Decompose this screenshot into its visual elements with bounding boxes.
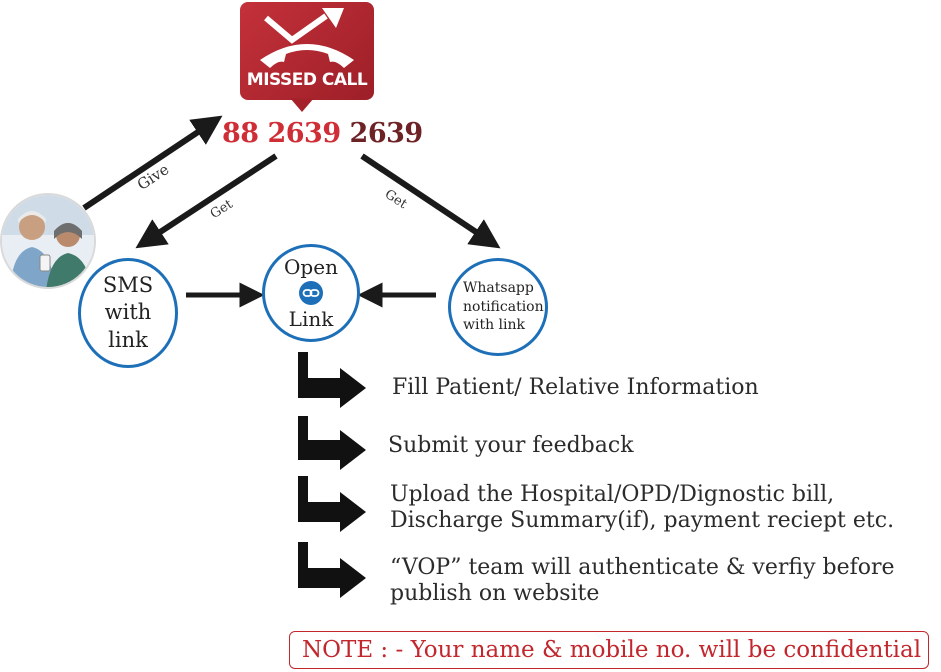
whatsapp-node-line3: with link — [463, 317, 526, 334]
sms-node-line2: with — [104, 300, 152, 325]
phone-number: 88 2639 2639 — [222, 118, 423, 149]
step-3-line1: Upload the Hospital/OPD/Dignostic bill, — [390, 482, 835, 507]
phone-number-part1: 88 2639 — [222, 118, 341, 149]
step-4-line2: publish on website — [390, 581, 600, 607]
open-link-line1: Open — [284, 255, 338, 279]
confidentiality-note: NOTE : - Your name & mobile no. will be … — [289, 631, 929, 669]
open-link-node: Open Link — [262, 244, 360, 342]
phone-number-part2: 2639 — [349, 118, 424, 149]
link-icon — [299, 281, 323, 305]
missed-call-phone-icon — [260, 8, 354, 68]
sms-node-line3: link — [108, 327, 148, 352]
whatsapp-notification-node: Whatsapp notification with link — [448, 258, 548, 356]
step-arrow-2 — [298, 416, 366, 470]
step-4-text: “VOP” team will authenticate & verfiy be… — [390, 555, 895, 608]
step-3-text: Upload the Hospital/OPD/Dignostic bill, … — [390, 482, 894, 535]
step-arrows — [298, 352, 366, 598]
whatsapp-node-line1: Whatsapp — [463, 279, 534, 296]
badge-label: MISSED CALL — [246, 70, 368, 90]
step-arrow-1 — [298, 352, 366, 408]
step-1-text: Fill Patient/ Relative Information — [392, 375, 759, 400]
sms-with-link-node: SMS with link — [78, 258, 178, 368]
step-arrow-4 — [298, 542, 366, 598]
step-arrow-3 — [298, 476, 366, 532]
badge-tail — [290, 98, 314, 112]
whatsapp-node-line2: notification — [463, 298, 544, 315]
step-4-line1: “VOP” team will authenticate & verfiy be… — [390, 555, 895, 580]
patient-photo — [0, 193, 96, 289]
give-arrow — [82, 115, 223, 211]
step-2-text: Submit your feedback — [388, 433, 634, 458]
missed-call-badge — [240, 2, 374, 100]
get-sms-arrow — [135, 153, 278, 249]
step-3-line2: Discharge Summary(if), payment reciept e… — [390, 508, 895, 534]
open-link-line2: Link — [288, 307, 334, 331]
sms-node-line1: SMS — [102, 273, 154, 298]
get-whatsapp-arrow — [360, 153, 501, 249]
